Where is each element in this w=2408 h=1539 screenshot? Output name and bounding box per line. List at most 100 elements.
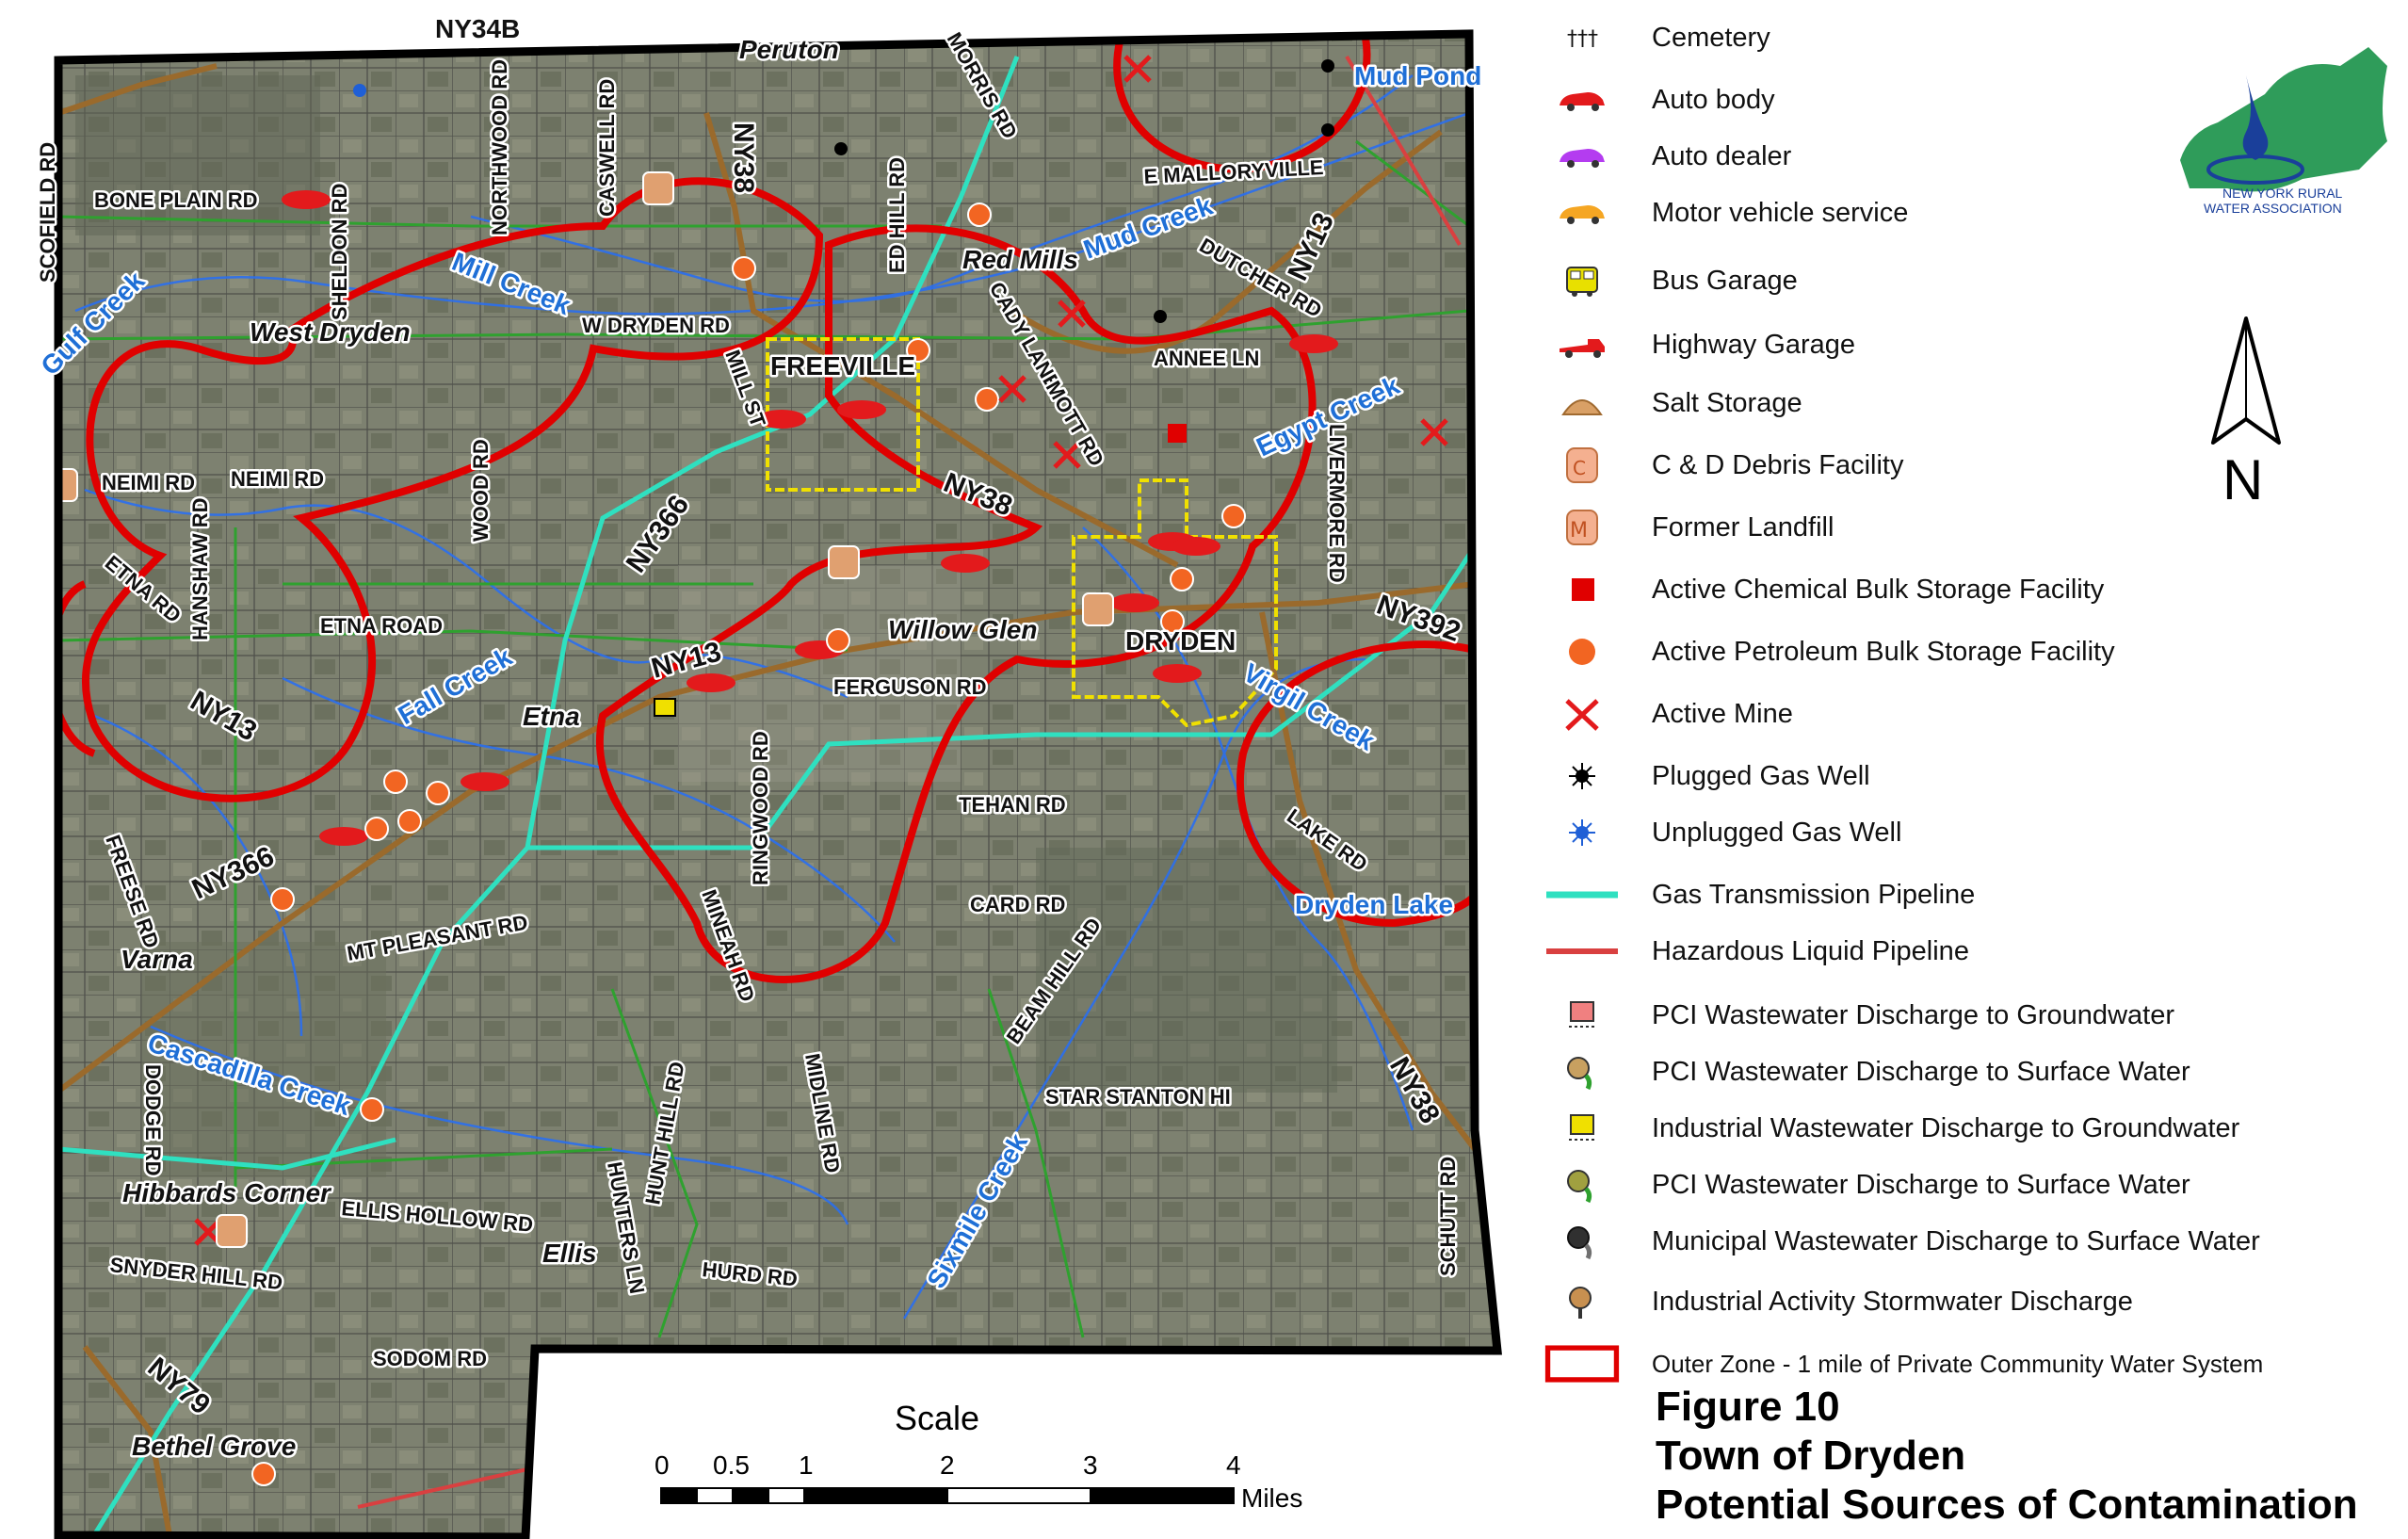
road-label: RINGWOOD RD — [749, 731, 772, 885]
legend-item-pci-surface-1: PCI Wastewater Discharge to Surface Wate… — [1544, 1045, 2190, 1098]
logo-text-line2: WATER ASSOCIATION — [2204, 201, 2342, 216]
hazardous-liquid-pipeline — [1345, 55, 1462, 247]
line-icon — [1544, 925, 1620, 978]
legend-label: C & D Debris Facility — [1652, 449, 1904, 480]
pickaxe-icon — [1544, 688, 1620, 740]
legend-label: Industrial Activity Stormwater Discharge — [1652, 1286, 2133, 1317]
legend-label: Auto dealer — [1652, 140, 1792, 171]
road-label: WOOD RD — [469, 439, 493, 542]
water-label: Dryden Lake — [1295, 890, 1453, 919]
surface-discharge-icon — [1544, 1158, 1620, 1211]
figure-town: Town of Dryden — [1656, 1433, 1966, 1479]
nyrwa-logo: NEW YORK RURAL WATER ASSOCIATION — [2152, 28, 2397, 217]
road-label: TEHAN RD — [959, 793, 1066, 817]
legend-label: Industrial Wastewater Discharge to Groun… — [1652, 1112, 2240, 1143]
scale-tick-label: 3 — [1083, 1450, 1098, 1480]
surface-discharge-icon — [1544, 1215, 1620, 1268]
state-highways — [58, 63, 1478, 1536]
scale-tick-label: 1 — [799, 1450, 814, 1480]
map-frame[interactable]: NY34B NY38 NY38 NY38 NY13 NY13 NY13 NY36… — [0, 0, 1507, 1539]
legend-label: Outer Zone - 1 mile of Private Community… — [1652, 1349, 2264, 1378]
town-label: DRYDEN — [1125, 626, 1236, 656]
road-label: SCHUTT RD — [1436, 1157, 1460, 1276]
scale-tick-label: 4 — [1226, 1450, 1241, 1480]
landfill-icon: M — [1544, 501, 1620, 554]
road-label: NORTHWOOD RD — [488, 59, 511, 235]
legend-item-industrial-groundwater: Industrial Wastewater Discharge to Groun… — [1544, 1102, 2239, 1155]
legend-label: Plugged Gas Well — [1652, 760, 1870, 791]
legend-label: PCI Wastewater Discharge to Groundwater — [1652, 999, 2174, 1030]
legend-label: Highway Garage — [1652, 329, 1855, 360]
figure-title: Figure 10 Town of Dryden Potential Sourc… — [1656, 1383, 2358, 1530]
road-label: HANSHAW RD — [188, 497, 212, 640]
legend-item-former-landfill: M Former Landfill — [1544, 501, 1834, 554]
road-label: CARD RD — [970, 893, 1065, 916]
road-label: SODOM RD — [373, 1347, 487, 1370]
legend-item-petroleum-bulk: Active Petroleum Bulk Storage Facility — [1544, 625, 2115, 678]
road-label: ETNA ROAD — [320, 614, 443, 638]
legend-item-stormwater: Industrial Activity Stormwater Discharge — [1544, 1275, 2133, 1328]
town-label: FREEVILLE — [770, 351, 915, 381]
town-labels: FREEVILLE DRYDEN Red Mills West Dryden W… — [119, 33, 1238, 1464]
scale-units: Miles — [1241, 1483, 1302, 1513]
road-label: NY34B — [435, 14, 520, 43]
legend-item-pci-surface-2: PCI Wastewater Discharge to Surface Wate… — [1544, 1158, 2190, 1211]
road-label: SHELDON RD — [328, 184, 351, 320]
legend-item-municipal-surface: Municipal Wastewater Discharge to Surfac… — [1544, 1215, 2260, 1268]
legend-item-chemical-bulk: Active Chemical Bulk Storage Facility — [1544, 563, 2104, 616]
town-label: West Dryden — [250, 317, 411, 347]
scale-tick-label: 0 — [655, 1450, 670, 1480]
legend-label: Former Landfill — [1652, 511, 1834, 543]
road-label: BONE PLAIN RD — [94, 188, 258, 212]
legend-item-cemetery: ††† Cemetery — [1544, 11, 1770, 64]
town-label: Ellis — [542, 1239, 597, 1268]
legend-item-hazardous-pipeline: Hazardous Liquid Pipeline — [1544, 925, 1969, 978]
legend-label: Bus Garage — [1652, 265, 1798, 296]
road-label: NEIMI RD — [231, 467, 324, 491]
road-label: FERGUSON RD — [833, 675, 987, 699]
square-icon — [1544, 563, 1620, 616]
legend-label: Unplugged Gas Well — [1652, 817, 1902, 848]
town-label: Bethel Grove — [132, 1432, 296, 1461]
car-icon — [1544, 130, 1620, 183]
svg-text:M: M — [1570, 519, 1588, 543]
legend-item-outer-zone: Outer Zone - 1 mile of Private Community… — [1544, 1337, 2263, 1390]
scale-tick-label: 2 — [940, 1450, 955, 1480]
road-label: CASWELL RD — [595, 79, 619, 217]
legend-label: Auto body — [1652, 84, 1775, 115]
figure-number: Figure 10 — [1656, 1384, 1840, 1430]
scale-tick-label: 0.5 — [713, 1450, 750, 1480]
scale-title: Scale — [895, 1399, 979, 1437]
legend-label: Active Chemical Bulk Storage Facility — [1652, 574, 2105, 605]
debris-icon: C — [1544, 439, 1620, 492]
north-label: N — [2222, 448, 2263, 509]
legend-label: Hazardous Liquid Pipeline — [1652, 935, 1969, 966]
legend-item-salt-storage: Salt Storage — [1544, 377, 1802, 429]
legend-label: PCI Wastewater Discharge to Surface Wate… — [1652, 1056, 2190, 1087]
legend-item-cd-debris: C C & D Debris Facility — [1544, 439, 1904, 492]
legend-label: PCI Wastewater Discharge to Surface Wate… — [1652, 1169, 2190, 1200]
town-label: Etna — [523, 702, 580, 731]
road-label: W DRYDEN RD — [582, 314, 730, 337]
legend-item-motor-vehicle-service: Motor vehicle service — [1544, 186, 1908, 239]
legend-label: Gas Transmission Pipeline — [1652, 879, 1976, 910]
road-label: LIVERMORE RD — [1325, 424, 1349, 583]
town-boundary-fill — [58, 34, 1497, 1537]
town-label: Varna — [121, 945, 193, 974]
salt-pile-icon — [1544, 377, 1620, 429]
car-icon — [1544, 73, 1620, 126]
legend-item-gas-pipeline: Gas Transmission Pipeline — [1544, 868, 1975, 921]
legend-item-auto-dealer: Auto dealer — [1544, 130, 1791, 183]
car-icon — [1544, 186, 1620, 239]
legend-label: Active Petroleum Bulk Storage Facility — [1652, 636, 2115, 667]
map-canvas[interactable]: NY34B NY38 NY38 NY38 NY13 NY13 NY13 NY36… — [0, 0, 1507, 1539]
plugged-well-icon — [1544, 750, 1620, 802]
legend-item-bus-garage: Bus Garage — [1544, 254, 1798, 307]
legend-label: Motor vehicle service — [1652, 197, 1909, 228]
svg-text:†††: ††† — [1567, 27, 1598, 51]
road-label: ANNEE LN — [1154, 347, 1259, 370]
legend-item-active-mine: Active Mine — [1544, 688, 1793, 740]
gas-transmission-pipeline-branch — [527, 544, 1478, 850]
legend-item-unplugged-gas-well: Unplugged Gas Well — [1544, 806, 1901, 859]
legend-item-highway-garage: Highway Garage — [1544, 318, 1855, 371]
